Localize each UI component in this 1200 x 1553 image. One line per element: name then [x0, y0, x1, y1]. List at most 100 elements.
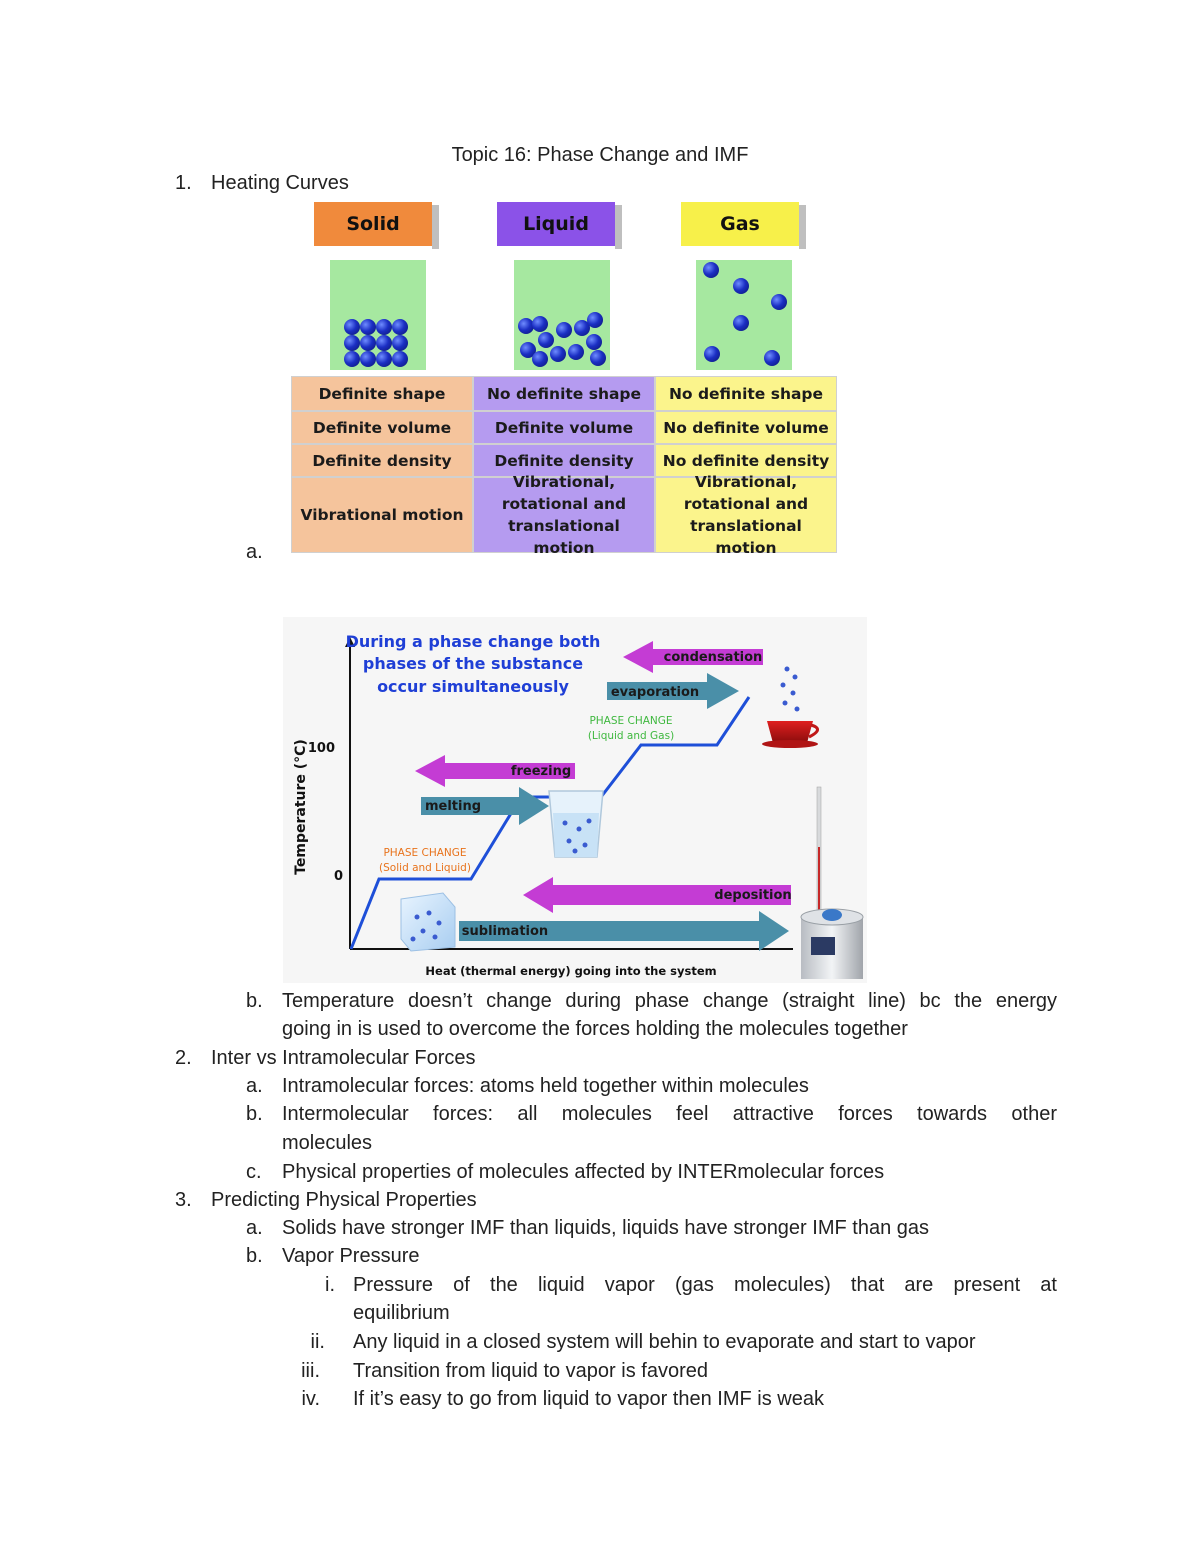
particle [344, 319, 360, 335]
solid-header: Solid [314, 202, 439, 249]
item-2b-marker: b. [246, 1103, 263, 1125]
particle [344, 351, 360, 367]
particle [550, 346, 566, 362]
particle [518, 318, 534, 334]
item-2a-marker: a. [246, 1075, 263, 1097]
solid-property-shape: Definite shape [291, 376, 473, 411]
particle [704, 346, 720, 362]
particle [376, 335, 392, 351]
heating-curve-figure: 100 0 Temperature (°C) Heat (thermal ene… [283, 617, 867, 983]
thermometer-container-icon [800, 786, 864, 979]
item-3b-i-line-1: Pressure of the liquid vapor (gas molecu… [353, 1274, 1057, 1296]
particle [703, 262, 719, 278]
section-3-heading: Predicting Physical Properties [211, 1189, 477, 1211]
gas-property-density: No definite density [655, 444, 837, 477]
heating-curve-svg: 100 0 Temperature (°C) Heat (thermal ene… [293, 632, 864, 979]
item-2c-marker: c. [246, 1161, 262, 1183]
particle [574, 320, 590, 336]
condensation-label: condensation [664, 650, 763, 665]
evaporation-arrow [607, 673, 739, 709]
particle [360, 335, 376, 351]
ice-cube-icon [400, 892, 456, 952]
particle [587, 312, 603, 328]
gas-property-volume: No definite volume [655, 411, 837, 444]
sublimation-arrow [459, 911, 789, 951]
item-3b-i-marker: i. [325, 1274, 335, 1296]
page-title: Topic 16: Phase Change and IMF [451, 144, 749, 166]
sublimation-label: sublimation [462, 924, 548, 939]
gas-property-motion: Vibrational, rotational and translationa… [655, 473, 837, 557]
item-3b-text: Vapor Pressure [282, 1245, 420, 1267]
x-axis-label: Heat (thermal energy) going into the sys… [425, 964, 716, 978]
item-3b-ii-marker: ii. [310, 1331, 325, 1353]
section-2-number: 2. [175, 1047, 192, 1069]
melting-arrow [421, 787, 549, 825]
particle [586, 334, 602, 350]
y-axis-arrowhead [345, 637, 355, 647]
item-3a-text: Solids have stronger IMF than liquids, l… [282, 1217, 929, 1239]
evaporation-label: evaporation [611, 685, 699, 700]
y-tick-100: 100 [308, 741, 335, 756]
states-of-matter-figure: Solid Liquid Gas De [282, 196, 846, 558]
section-1-heading: Heating Curves [211, 172, 349, 194]
condensation-arrow [623, 641, 763, 673]
particle [556, 322, 572, 338]
particle [733, 315, 749, 331]
particle [771, 294, 787, 310]
section-2-heading: Inter vs Intramolecular Forces [211, 1047, 476, 1069]
freezing-arrow [415, 755, 575, 787]
water-glass-icon [548, 790, 604, 858]
liquid-property-shape: No definite shape [473, 376, 655, 411]
item-3a-marker: a. [246, 1217, 263, 1239]
solid-property-density: Definite density [291, 444, 473, 477]
item-1a-marker: a. [246, 541, 263, 563]
particle [392, 335, 408, 351]
particle [376, 351, 392, 367]
phase-change-liquid-gas-title: PHASE CHANGE [589, 715, 672, 727]
solid-property-volume: Definite volume [291, 411, 473, 444]
item-3b-iii-marker: iii. [301, 1360, 320, 1382]
item-2b-line-2: molecules [282, 1132, 373, 1154]
particle [360, 351, 376, 367]
particle [520, 342, 536, 358]
headline-line-2: phases of the substance [363, 654, 583, 673]
liquid-property-motion: Vibrational, rotational and translationa… [473, 473, 655, 557]
item-3b-iv-text: If it’s easy to go from liquid to vapor … [353, 1388, 824, 1410]
phase-change-liquid-gas-sub: (Liquid and Gas) [588, 730, 674, 742]
particle [344, 335, 360, 351]
item-1b-line-2: going in is used to overcome the forces … [282, 1018, 908, 1040]
particle [392, 351, 408, 367]
gas-header: Gas [681, 202, 806, 249]
item-2a-text: Intramolecular forces: atoms held togeth… [282, 1075, 809, 1097]
melting-label: melting [425, 799, 481, 814]
phase-change-solid-liquid-sub: (Solid and Liquid) [379, 862, 471, 874]
particle [392, 319, 408, 335]
gas-particles-box [696, 260, 792, 370]
headline-line-1: During a phase change both [346, 632, 601, 651]
phase-change-solid-liquid-title: PHASE CHANGE [383, 847, 466, 859]
particle [764, 350, 780, 366]
particle [360, 319, 376, 335]
liquid-header: Liquid [497, 202, 622, 249]
particle [733, 278, 749, 294]
item-3b-i-line-2: equilibrium [353, 1302, 450, 1324]
item-1b-marker: b. [246, 990, 263, 1012]
y-tick-0: 0 [334, 869, 343, 884]
deposition-label: deposition [714, 888, 791, 903]
solid-particles-box [330, 260, 426, 370]
item-2b-line-1: Intermolecular forces: all molecules fee… [282, 1103, 1057, 1125]
headline-line-3: occur simultaneously [377, 677, 569, 696]
particle [532, 316, 548, 332]
gas-property-shape: No definite shape [655, 376, 837, 411]
section-3-number: 3. [175, 1189, 192, 1211]
particle [532, 351, 548, 367]
steaming-cup-icon [762, 666, 819, 748]
particle [590, 350, 606, 366]
deposition-arrow [523, 877, 791, 913]
item-3b-iv-marker: iv. [301, 1388, 320, 1410]
liquid-property-volume: Definite volume [473, 411, 655, 444]
y-axis-label: Temperature (°C) [293, 739, 309, 875]
particle [538, 332, 554, 348]
item-3b-marker: b. [246, 1245, 263, 1267]
particle [376, 319, 392, 335]
